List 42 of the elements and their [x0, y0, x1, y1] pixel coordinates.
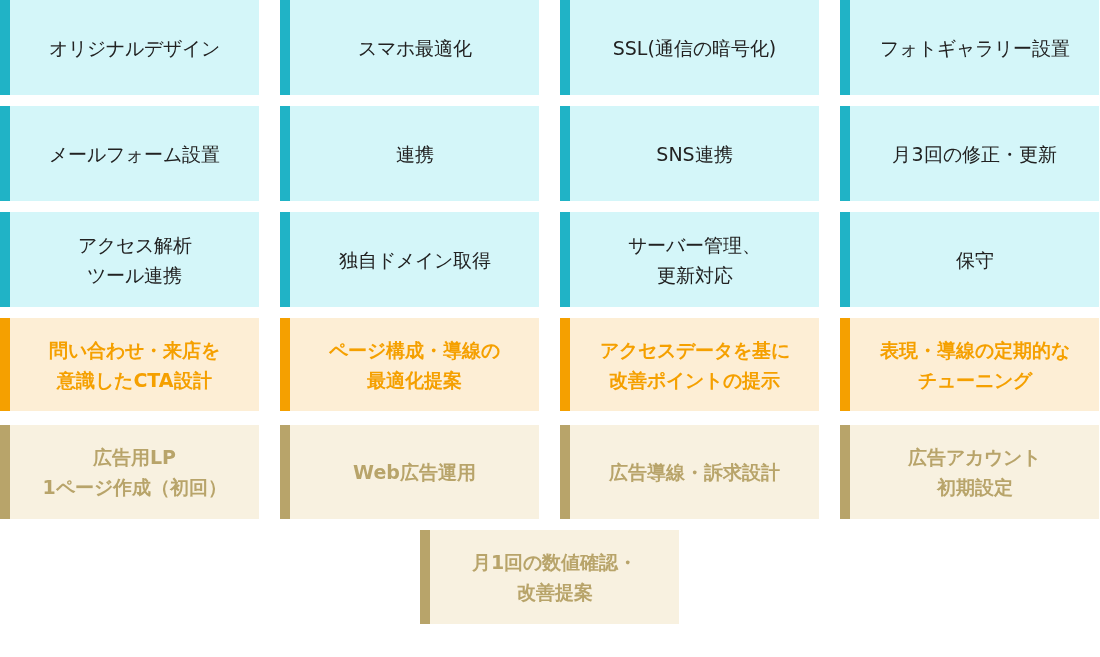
service-card — [0, 0, 259, 95]
card-label: 月3回の修正・更新 — [892, 141, 1057, 167]
card-label: オリジナルデザイン — [49, 35, 220, 61]
card-label: メールフォーム設置 — [49, 141, 220, 167]
card-label: アクセス解析ツール連携 — [76, 232, 193, 288]
card-label: SNS連携 — [656, 141, 733, 167]
card-label: ページ構成・導線の最適化提案 — [328, 337, 501, 393]
service-card — [0, 318, 259, 411]
service-card — [840, 0, 1099, 95]
service-card — [560, 106, 819, 201]
service-card — [560, 212, 819, 307]
service-card — [840, 425, 1099, 519]
service-card — [840, 212, 1099, 307]
card-label: 広告アカウント初期設定 — [907, 445, 1042, 500]
card-label: スマホ最適化 — [357, 35, 472, 61]
service-card — [280, 106, 539, 201]
card-label: アクセスデータを基に改善ポイントの提示 — [598, 337, 791, 393]
service-card — [280, 318, 539, 411]
service-card — [840, 106, 1099, 201]
card-label: フォトギャラリー設置 — [879, 35, 1070, 61]
card-label: サーバー管理、更新対応 — [627, 232, 762, 288]
service-card — [0, 425, 259, 519]
card-label: 連携 — [395, 141, 434, 167]
service-card — [420, 530, 679, 624]
service-card — [280, 212, 539, 307]
service-card — [0, 106, 259, 201]
service-card — [280, 425, 539, 519]
card-label: Web広告運用 — [353, 460, 476, 485]
card-label: 広告用LP 1ページ作成（初回） — [41, 445, 228, 500]
card-label: 独自ドメイン取得 — [338, 247, 491, 273]
card-label: 表現・導線の定期的なチューニング — [878, 337, 1071, 393]
card-label: 広告導線・訴求設計 — [609, 460, 780, 485]
service-card — [840, 318, 1099, 411]
service-card — [0, 212, 259, 307]
card-label: 月1回の数値確認・改善提案 — [470, 550, 639, 605]
service-card — [560, 0, 819, 95]
service-card — [560, 318, 819, 411]
service-card — [280, 0, 539, 95]
card-label: 保守 — [955, 247, 994, 273]
card-label: SSL(通信の暗号化) — [612, 35, 777, 61]
service-card — [560, 425, 819, 519]
card-label: 問い合わせ・来店を意識したCTA設計 — [48, 337, 221, 393]
